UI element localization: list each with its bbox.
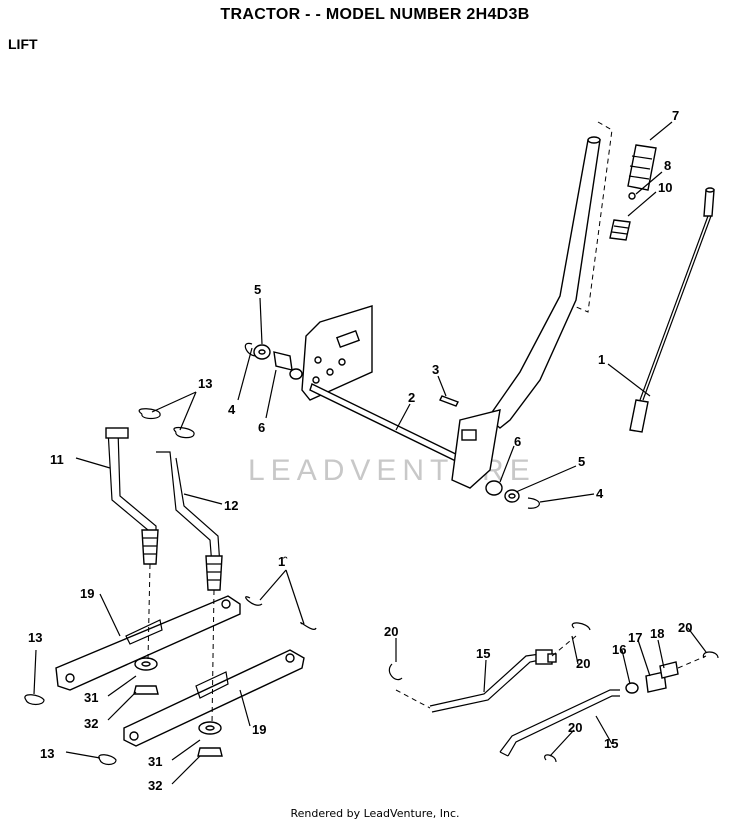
linkage-rod-15-lower (499, 689, 620, 757)
washers-31 (134, 657, 222, 735)
callout-15-upper: 15 (476, 646, 490, 661)
callout-13-left: 13 (28, 630, 42, 645)
callout-6-left: 6 (258, 420, 265, 435)
callout-20-bottom: 20 (568, 720, 582, 735)
callout-10: 10 (658, 180, 672, 195)
leader-lines (33, 121, 707, 785)
callout-11: 11 (50, 452, 64, 467)
lift-arm-19-lower (123, 649, 305, 747)
callout-13-top: 13 (198, 376, 212, 391)
linkage-rod-15-upper (429, 649, 557, 713)
lift-handle (487, 136, 601, 429)
callout-13-mid: 1̑ (278, 554, 288, 569)
callout-31-upper: 31 (84, 690, 98, 705)
callout-19-upper: 19 (80, 586, 94, 601)
callout-12: 12 (224, 498, 238, 513)
button (628, 192, 636, 200)
washer-right (504, 489, 520, 503)
washer-16 (625, 682, 639, 694)
hairpins-20 (388, 622, 719, 763)
washer-left (253, 344, 271, 360)
section-label: LIFT (8, 36, 38, 52)
callout-3: 3 (432, 362, 439, 377)
callout-20-left: 20 (384, 624, 398, 639)
lift-arm-19-upper (55, 595, 241, 691)
callout-32-lower: 32 (148, 778, 162, 793)
callout-31-lower: 31 (148, 754, 162, 769)
clip-right (527, 497, 540, 509)
dash-rod-left (395, 689, 431, 709)
spring (609, 219, 631, 241)
mounting-bracket (301, 305, 373, 401)
footer-credit: Rendered by LeadVenture, Inc. (290, 807, 460, 820)
handle-bracket (451, 409, 501, 489)
ferrule-18 (659, 661, 679, 679)
callout-13-bottom: 13 (40, 746, 54, 761)
hairpin-13-mid (245, 596, 317, 630)
callout-1: 1 (598, 352, 605, 367)
callout-16: 16 (612, 642, 626, 657)
lift-link-11 (105, 427, 159, 565)
callout-8: 8 (664, 158, 671, 173)
callout-19-lower: 19 (252, 722, 266, 737)
dash-link-11 (147, 563, 151, 661)
handle-dashed-outline (573, 121, 613, 313)
callout-4-right: 4 (596, 486, 604, 501)
pin-3 (439, 395, 459, 407)
swivel-17 (645, 671, 667, 693)
bushing-right (485, 480, 503, 496)
callout-15-lower: 15 (604, 736, 618, 751)
callout-32-upper: 32 (84, 716, 98, 731)
hairpin-13-left (24, 694, 45, 706)
page-title: TRACTOR - - MODEL NUMBER 2H4D3B (220, 6, 530, 23)
hairpin-13-top (138, 408, 195, 439)
hairpin-13-bottom (98, 754, 117, 766)
nuts-32 (133, 685, 223, 757)
callout-5-right: 5 (578, 454, 585, 469)
handle-grip (627, 144, 657, 191)
lift-link-12 (156, 451, 223, 591)
callout-5-left: 5 (254, 282, 261, 297)
dash-rod-right (677, 655, 707, 669)
callout-4-left: 4 (228, 402, 236, 417)
bushing-left (273, 351, 303, 380)
clip-left (244, 342, 257, 357)
dash-link-12 (211, 589, 215, 725)
callout-18: 18 (650, 626, 664, 641)
callout-20-mid: 20 (576, 656, 590, 671)
callout-7: 7 (672, 108, 679, 123)
callout-2: 2 (408, 390, 415, 405)
callout-6-right: 6 (514, 434, 521, 449)
lift-rod (629, 187, 715, 433)
callout-20-right: 20 (678, 620, 692, 635)
callout-17: 17 (628, 630, 642, 645)
